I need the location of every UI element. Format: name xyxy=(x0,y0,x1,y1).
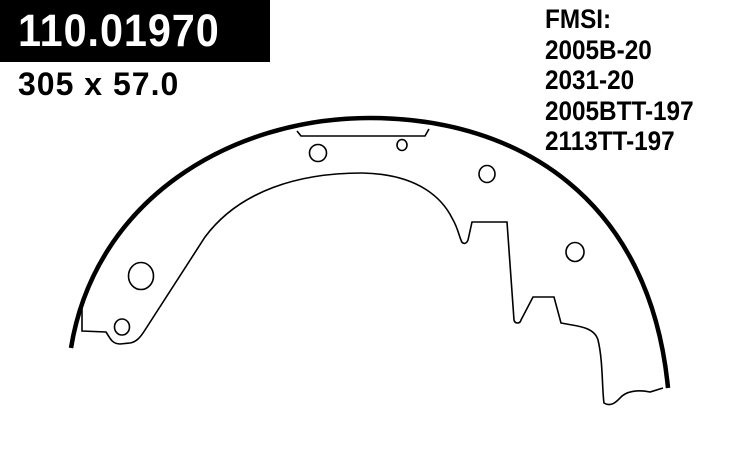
fmsi-code: 2005BTT-197 xyxy=(545,95,694,126)
part-number: 110.01970 xyxy=(18,5,220,56)
dimensions: 305 x 57.0 xyxy=(18,66,180,102)
fmsi-code: 2005B-20 xyxy=(545,34,652,65)
brake-lining-outer-edge xyxy=(68,115,671,389)
brake-shoe-web-outline xyxy=(81,172,664,406)
fmsi-code: 2113TT-197 xyxy=(545,126,675,156)
hole-icon xyxy=(396,138,408,152)
fmsi-label: FMSI: xyxy=(545,4,612,34)
part-number-banner: 110.01970 xyxy=(0,0,270,62)
fmsi-list: FMSI: 2005B-20 2031-20 2005BTT-197 2113T… xyxy=(545,4,694,157)
hole-icon xyxy=(565,241,585,263)
hole-icon xyxy=(113,318,131,336)
web-top-tab xyxy=(296,128,430,137)
hole-icon xyxy=(478,164,496,184)
fmsi-code: 2031-20 xyxy=(545,65,635,95)
hole-icon xyxy=(308,143,328,163)
hole-icon xyxy=(127,261,155,291)
